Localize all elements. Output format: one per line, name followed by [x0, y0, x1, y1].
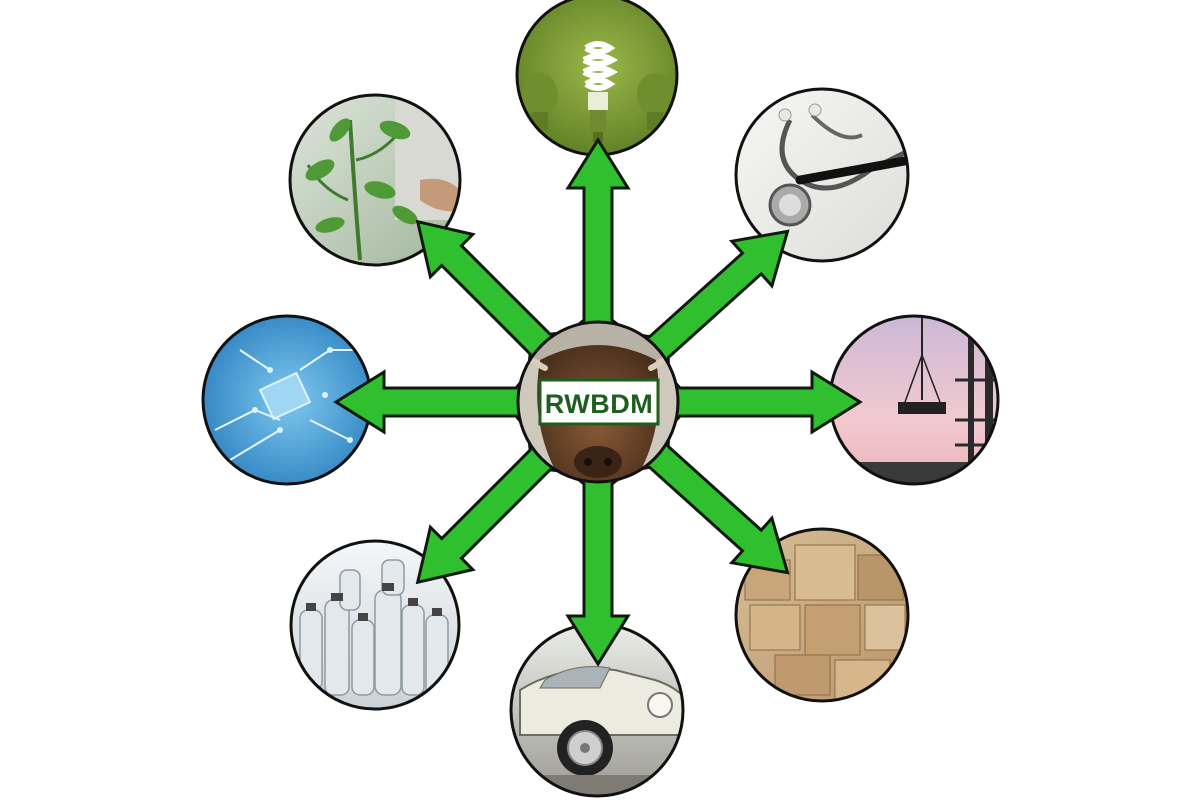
node-plastics: [289, 539, 461, 711]
classic-car-icon: [511, 666, 683, 796]
light-bulb-icon: [522, 41, 673, 142]
plastic-bottles-icon: [299, 559, 449, 696]
node-medical: [734, 87, 910, 263]
node-energy: [515, 0, 679, 157]
stethoscope-icon: [768, 103, 908, 227]
plant-icon: [305, 100, 460, 261]
center-label: RWBDM: [545, 389, 653, 419]
circuit-board-icon: [214, 347, 355, 461]
node-electronics: [201, 314, 373, 486]
center-label-box: [538, 378, 660, 426]
